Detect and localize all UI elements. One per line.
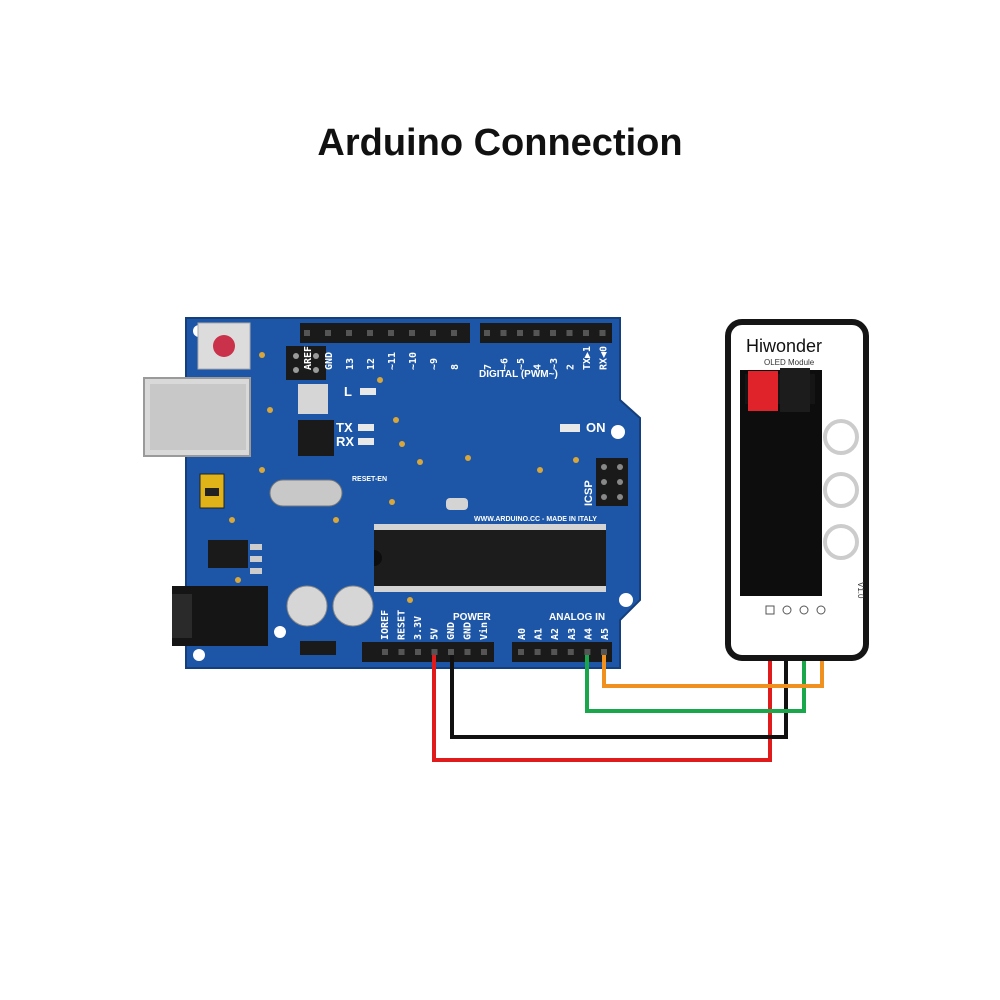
power-pin-hole xyxy=(415,649,421,655)
arduino-board: L TX RX ON ICSP WWW.ARDUINO.CC - MADE IN… xyxy=(143,317,641,669)
led-label-l: L xyxy=(344,384,352,399)
module-brand: Hiwonder xyxy=(746,336,822,356)
power-label: POWER xyxy=(453,612,492,623)
digital-pin-label: 13 xyxy=(345,358,356,370)
led-label-tx: TX xyxy=(336,420,353,435)
site-label: WWW.ARDUINO.CC - MADE IN ITALY xyxy=(474,516,597,523)
digital-pin-hole xyxy=(325,330,331,336)
icsp-label: ICSP xyxy=(583,480,595,506)
on-label: ON xyxy=(586,420,606,435)
digital-pin-hole xyxy=(430,330,436,336)
analog-header xyxy=(512,642,612,662)
power-pin-hole xyxy=(382,649,388,655)
digital-pin-hole xyxy=(517,330,523,336)
digital-pin-hole xyxy=(583,330,589,336)
digital-pin-hole xyxy=(484,330,490,336)
power-pin-label: IOREF xyxy=(380,610,391,640)
power-pin-label: 5V xyxy=(430,628,441,640)
digital-pin-label: 4 xyxy=(533,364,544,370)
digital-pin-label: GND xyxy=(324,352,335,370)
reset-button xyxy=(197,322,251,370)
digital-pin-hole xyxy=(533,330,540,336)
digital-pin-hole xyxy=(451,330,457,336)
pin-icons xyxy=(765,605,826,615)
analog-pin-label: A4 xyxy=(583,628,594,640)
power-jack xyxy=(172,586,268,646)
wire-a4-green xyxy=(585,655,806,713)
power-pin-label: RESET xyxy=(397,610,408,640)
microcontroller-chip xyxy=(374,524,606,592)
analog-pin-hole xyxy=(601,649,607,655)
bottom-pin-labels: IOREF RESET 3.3V 5V GND GND Vin A0 A1 A2 A3 A4 A5 xyxy=(380,610,611,655)
analog-pin-hole xyxy=(534,649,541,655)
digital-pin-hole xyxy=(599,330,606,336)
digital-pin-label: TX▶1 xyxy=(582,346,593,370)
power-pin-hole xyxy=(464,649,471,655)
digital-pin-label: ~5 xyxy=(516,358,527,370)
analog-pin-hole xyxy=(551,649,558,655)
digital-pin-hole xyxy=(550,330,556,336)
digital-pin-hole xyxy=(566,330,573,336)
icsp-header: ICSP xyxy=(583,458,628,506)
digital-label: DIGITAL (PWM~) xyxy=(479,369,558,380)
digital-pin-hole xyxy=(304,330,310,336)
digital-pin-hole xyxy=(409,330,415,336)
power-pin-label: Vin xyxy=(478,622,490,640)
solder-pads xyxy=(229,352,579,603)
connector-red xyxy=(748,371,778,411)
analog-label: ANALOG IN xyxy=(549,612,605,623)
analog-pin-label: A2 xyxy=(550,628,561,640)
analog-pin-hole xyxy=(518,649,524,655)
wire-gnd-black xyxy=(450,655,788,739)
digital-pin-hole xyxy=(367,330,373,336)
digital-pin-label: RX◀0 xyxy=(599,346,610,370)
power-pin-hole xyxy=(448,649,454,655)
power-header xyxy=(362,642,494,662)
digital-pin-hole xyxy=(388,330,394,336)
digital-pin-label: AREF xyxy=(303,346,314,370)
power-pin-hole xyxy=(481,649,487,655)
module-subtitle: OLED Module xyxy=(764,358,815,367)
power-pin-label: GND xyxy=(463,622,474,640)
digital-pin-label: ~9 xyxy=(429,358,440,370)
digital-pin-labels: AREF GND 13 12 ~11 ~10 ~9 8 7 ~6 ~5 4 ~3 2 TX▶1 RX◀0 xyxy=(303,330,610,370)
digital-header xyxy=(300,323,612,343)
wires xyxy=(432,655,824,762)
digital-pin-label: 8 xyxy=(450,364,461,370)
led-label-rx: RX xyxy=(336,434,354,449)
digital-pin-label: 2 xyxy=(566,364,577,370)
digital-pin-label: 12 xyxy=(366,358,377,370)
analog-pin-hole xyxy=(584,649,591,655)
usb-port xyxy=(143,377,251,457)
power-pin-hole xyxy=(431,649,438,655)
power-pin-label: GND xyxy=(446,622,457,640)
module-version: V1.0 xyxy=(856,582,865,599)
analog-pin-label: A1 xyxy=(534,628,545,640)
digital-pin-hole xyxy=(346,330,352,336)
power-pin-label: 3.3V xyxy=(413,616,424,640)
power-pin-hole xyxy=(398,649,405,655)
digital-pin-label: ~3 xyxy=(549,358,560,370)
digital-pin-label: ~6 xyxy=(500,358,511,370)
oled-module: Hiwonder OLED Module V1.0 xyxy=(725,319,869,661)
page-title: Arduino Connection xyxy=(317,122,683,164)
digital-pin-label: ~11 xyxy=(387,352,398,370)
reset-en-label: RESET-EN xyxy=(352,476,387,483)
wire-a5-orange xyxy=(602,655,824,688)
digital-pin-label: ~10 xyxy=(408,352,419,370)
analog-pin-label: A0 xyxy=(517,628,528,640)
digital-pin-hole xyxy=(500,330,507,336)
analog-pin-hole xyxy=(567,649,574,655)
wire-5v-red xyxy=(432,655,772,762)
analog-pin-label: A3 xyxy=(567,628,578,640)
analog-pin-label: A5 xyxy=(600,628,611,640)
digital-pin-label: 7 xyxy=(483,364,494,370)
